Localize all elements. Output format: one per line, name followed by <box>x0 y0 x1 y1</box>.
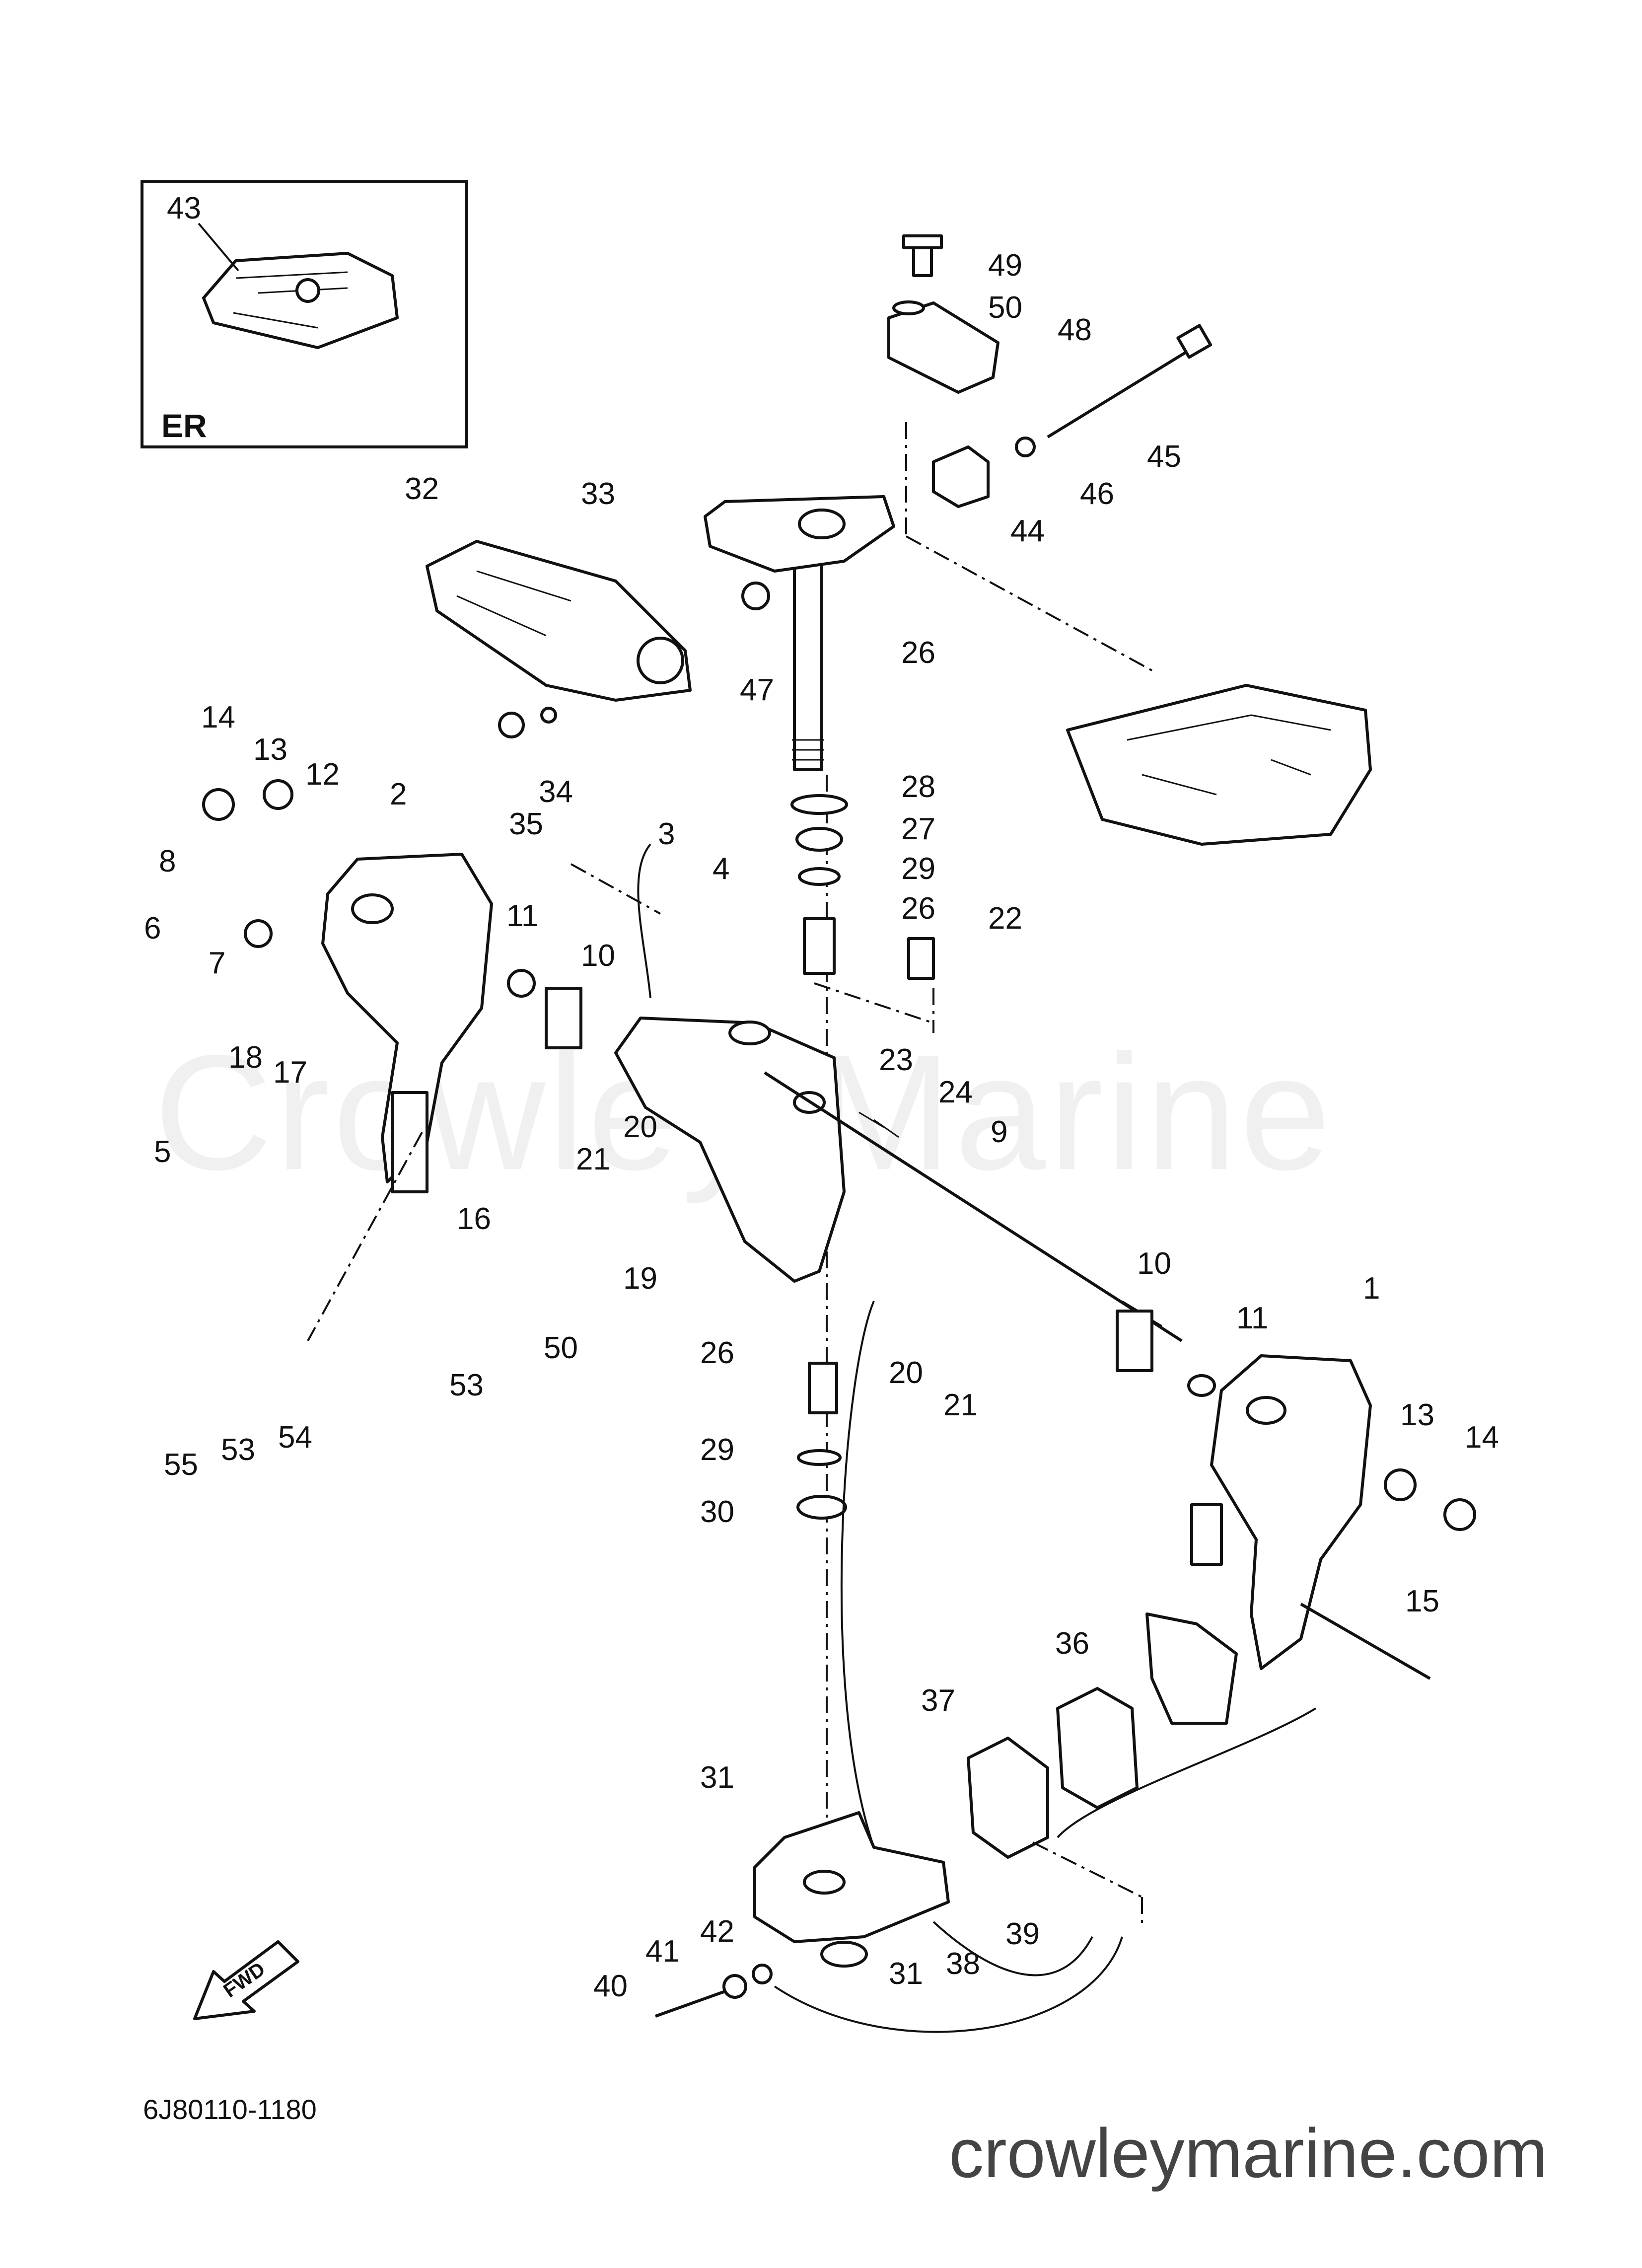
callout-14-left: 14 <box>201 700 235 734</box>
callout-13-right: 13 <box>1400 1398 1434 1432</box>
callout-labels: 43 49 50 48 45 46 44 32 33 26 47 14 13 1… <box>144 191 1499 2003</box>
callout-18: 18 <box>228 1040 263 1075</box>
callout-2: 2 <box>390 777 407 811</box>
tilt-tube <box>764 1071 1183 1342</box>
callout-21-left: 21 <box>576 1142 610 1176</box>
callout-47: 47 <box>740 673 774 707</box>
callout-16: 16 <box>457 1202 491 1236</box>
callout-35: 34 <box>539 775 573 809</box>
callout-6: 6 <box>144 911 161 946</box>
top-mount <box>741 234 1213 610</box>
callout-19: 19 <box>623 1261 657 1296</box>
callout-14-right: 14 <box>1465 1420 1499 1455</box>
callout-23: 23 <box>879 1043 913 1077</box>
callout-30: 30 <box>700 1495 734 1529</box>
callout-24: 24 <box>938 1075 973 1109</box>
callout-46: 46 <box>1080 477 1114 511</box>
callout-27: 27 <box>901 812 935 846</box>
callout-25: 26 <box>901 636 935 670</box>
callout-53-left: 53 <box>221 1433 255 1467</box>
callout-34: 33 <box>581 477 615 511</box>
callout-36: 35 <box>509 807 543 841</box>
callout-39: 38 <box>946 1947 980 1981</box>
clamp-bracket-left <box>202 779 536 1193</box>
handle-bracket <box>426 540 692 738</box>
callout-20-left: 20 <box>623 1110 657 1144</box>
callout-41: 40 <box>593 1969 628 2003</box>
mount-housings <box>967 1612 1238 1859</box>
bushings <box>545 794 1216 1520</box>
callout-20-right: 20 <box>889 1356 923 1390</box>
callout-54: 54 <box>278 1420 312 1455</box>
swivel-bracket <box>614 1017 846 1283</box>
callout-5: 5 <box>154 1135 171 1169</box>
callout-11-left: 11 <box>506 899 538 933</box>
lower-mount <box>654 1811 950 2018</box>
upper-bracket <box>704 495 895 573</box>
callout-29-top: 29 <box>901 852 935 886</box>
callout-32: 31 <box>889 1957 923 1991</box>
callout-43: 42 <box>700 1914 734 1949</box>
callout-40: 39 <box>1005 1917 1040 1951</box>
callout-33: 32 <box>405 472 439 506</box>
callout-13-left: 13 <box>253 732 287 767</box>
callout-37: 36 <box>1055 1626 1089 1661</box>
callout-21-right: 21 <box>943 1388 978 1422</box>
callout-55: 55 <box>164 1448 198 1482</box>
drawing-code: 6J80110-1180 <box>143 2094 317 2125</box>
fwd-badge: FWD <box>193 1940 299 2020</box>
callout-1: 1 <box>1363 1271 1380 1306</box>
callout-10-left: 10 <box>581 939 615 973</box>
callout-7: 7 <box>209 946 225 980</box>
callout-45: 45 <box>1147 439 1181 474</box>
callout-15: 15 <box>1405 1584 1439 1618</box>
leader-lines <box>307 843 1317 2033</box>
callout-26-top: 26 <box>901 891 935 926</box>
engine-base <box>906 535 1372 846</box>
callout-31: 31 <box>700 1760 734 1795</box>
callout-4: 4 <box>713 852 729 886</box>
callout-51: 43 <box>167 191 201 225</box>
inset-er-label: ER <box>161 407 207 444</box>
callout-9: 9 <box>991 1115 1007 1149</box>
callout-17: 17 <box>273 1055 307 1090</box>
clamp-bracket-right <box>1190 1354 1476 1680</box>
callout-29-bottom: 29 <box>700 1433 734 1467</box>
callout-11-right: 11 <box>1236 1301 1268 1335</box>
callout-3: 3 <box>658 817 675 851</box>
callout-52: 50 <box>544 1331 578 1365</box>
callout-42: 41 <box>645 1934 680 1969</box>
site-url: crowleymarine.com <box>949 2114 1548 2192</box>
callout-28: 28 <box>901 770 935 804</box>
er-inset: ER <box>141 180 468 448</box>
callout-44: 44 <box>1010 514 1045 548</box>
callout-8: 8 <box>159 844 176 878</box>
callout-38: 37 <box>921 1683 955 1718</box>
callout-12: 12 <box>305 757 340 792</box>
callout-10-right: 10 <box>1137 1246 1171 1281</box>
callout-26-bottom: 26 <box>700 1336 734 1370</box>
callout-48: 48 <box>1058 313 1092 347</box>
callout-53-mid: 53 <box>449 1368 484 1402</box>
callout-22: 22 <box>988 901 1022 936</box>
callout-50: 50 <box>988 291 1022 325</box>
callout-49: 49 <box>988 248 1022 283</box>
